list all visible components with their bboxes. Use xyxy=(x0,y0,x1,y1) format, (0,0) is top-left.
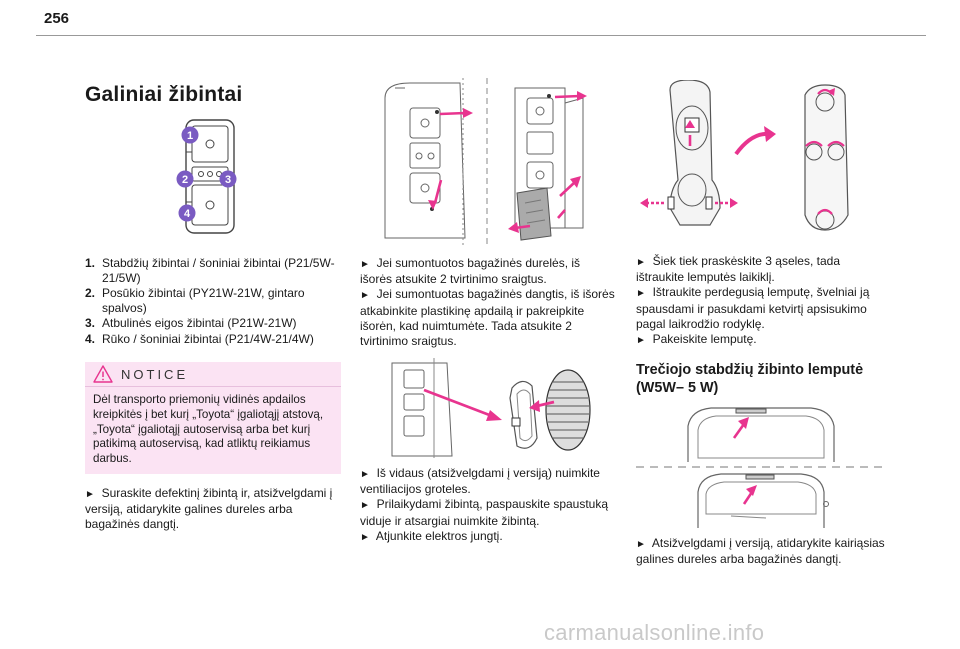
step-item: ► Šiek tiek praskėskite 3 ąseles, tada i… xyxy=(636,254,841,285)
notice-title: NOTICE xyxy=(121,366,189,382)
col1-step: ► Suraskite defektinį žibintą ir, atsižv… xyxy=(85,486,333,532)
tailgate-screws-illustration xyxy=(384,78,587,246)
svg-text:4: 4 xyxy=(184,208,191,220)
third-brake-illustration xyxy=(636,407,886,528)
notice-text: Dėl transporto priemonių vidinės apdailo… xyxy=(93,393,324,466)
ventilation-grille-illustration xyxy=(391,358,591,458)
page-number: 256 xyxy=(44,10,70,27)
list-item: 4.Rūko / šoniniai žibintai (P21/4W-21/4W… xyxy=(85,331,314,346)
lamp-list: 1.Stabdžių žibintai / šoniniai žibintai … xyxy=(85,256,335,347)
third-brake-step: ► Atsižvelgdami į versiją, atidarykite k… xyxy=(636,536,885,567)
svg-text:1: 1 xyxy=(187,130,193,142)
step-item: ► Jei sumontuotas bagažinės dangtis, iš … xyxy=(360,287,615,349)
badge-4-icon: 4 xyxy=(178,204,196,222)
badge-3-icon: 3 xyxy=(219,170,237,188)
notice-header: NOTICE xyxy=(85,362,341,387)
list-item: 3.Atbulinės eigos žibintai (P21W-21W) xyxy=(85,316,297,330)
col2-steps-b: ► Iš vidaus (atsižvelgdami į versiją) nu… xyxy=(360,466,615,545)
col2-steps-a: ► Jei sumontuotos bagažinės durelės, iš … xyxy=(360,256,615,349)
step-item: ► Prilaikydami žibintą, paspauskite spau… xyxy=(360,497,609,528)
bulb-holder-illustration xyxy=(640,80,849,231)
notice-box: NOTICE Dėl transporto priemonių vidinės … xyxy=(85,362,341,474)
badge-2-icon: 2 xyxy=(176,170,194,188)
svg-text:2: 2 xyxy=(182,174,188,186)
section-title: Galiniai žibintai xyxy=(85,83,243,106)
header-rule xyxy=(36,35,926,36)
warning-icon xyxy=(93,365,113,383)
badge-1-icon: 1 xyxy=(181,126,199,144)
step-item: ► Jei sumontuotos bagažinės durelės, iš … xyxy=(360,256,581,287)
step-item: ► Atjunkite elektros jungtį. xyxy=(360,528,503,543)
list-item: 1.Stabdžių žibintai / šoniniai žibintai … xyxy=(85,256,335,285)
step-item: ► Ištraukite perdegusią lemputę, švelnia… xyxy=(636,285,870,331)
list-item: 2.Posūkio žibintai (PY21W-21W, gintaro s… xyxy=(85,286,305,315)
watermark: carmanualsonline.info xyxy=(544,620,765,645)
svg-text:3: 3 xyxy=(225,174,231,186)
third-brake-heading: Trečiojo stabdžių žibinto lemputė (W5W– … xyxy=(636,362,864,396)
step-item: ► Pakeiskite lemputę. xyxy=(636,332,757,347)
col3-steps: ► Šiek tiek praskėskite 3 ąseles, tada i… xyxy=(636,254,891,348)
step-item: ► Iš vidaus (atsižvelgdami į versiją) nu… xyxy=(360,466,600,497)
